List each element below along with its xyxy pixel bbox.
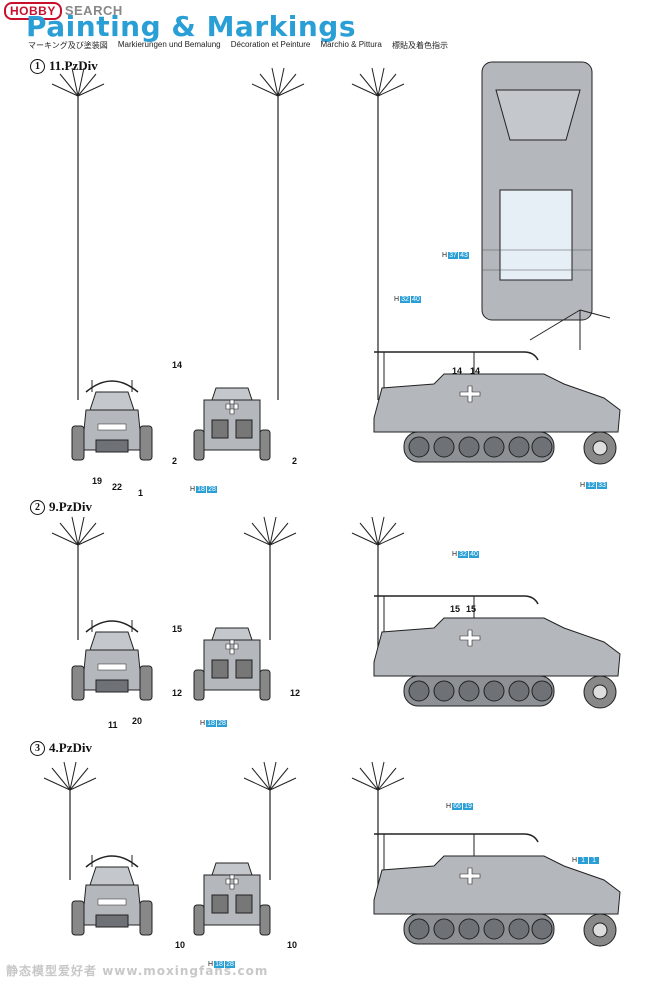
subtitle-french: Décoration et Peinture [230, 40, 311, 49]
decal-callout: 10 [175, 940, 186, 950]
hobby-logo: HOBBY [4, 2, 62, 20]
section-division: 4.PzDiv [49, 740, 92, 755]
section-3-label: 3 4.PzDiv [30, 740, 92, 756]
decal-callout: 20 [132, 716, 143, 726]
subtitle-german: Markierungen und Bemalung [117, 40, 221, 49]
decal-callout: 14 [172, 360, 183, 370]
section-division: 9.PzDiv [49, 499, 92, 514]
decal-callout: 15 [450, 604, 461, 614]
subtitle-italian: Marchio & Pittura [320, 40, 382, 49]
subtitle-row: マーキング及び塗装図 Markierungen und Bemalung Déc… [28, 40, 448, 51]
decal-callout: 11 [108, 720, 118, 730]
decal-callout: 19 [92, 476, 103, 486]
decal-callout: 15 [172, 624, 183, 634]
search-text: SEARCH [64, 3, 123, 18]
decal-callout: 14 [470, 366, 481, 376]
top-view-vehicle [481, 61, 611, 350]
decal-callout: 1 [138, 488, 144, 498]
section-division: 11.PzDiv [49, 58, 98, 73]
decal-callout: 15 [466, 604, 477, 614]
watermark-cn: 静态模型爱好者 [6, 964, 98, 978]
decal-callout: 2 [172, 456, 178, 466]
section-number: 2 [30, 500, 45, 515]
decal-callout: 14 [452, 366, 463, 376]
page-title: Painting & Markings [26, 10, 356, 43]
section-1-label: 1 11.PzDiv [30, 58, 98, 74]
bottom-watermark: 静态模型爱好者 www.moxingfans.com [6, 962, 268, 979]
decal-callout: 12 [172, 688, 183, 698]
decal-callout: 12 [290, 688, 301, 698]
decal-callout: 2 [292, 456, 298, 466]
watermark-site: www.moxingfans.com [102, 964, 269, 978]
subtitle-chinese: 標貼及着色指示 [391, 41, 448, 50]
decal-callout: 22 [112, 482, 123, 492]
section-number: 3 [30, 741, 45, 756]
decal-callout: 10 [287, 940, 298, 950]
subtitle-japanese: マーキング及び塗装図 [28, 41, 108, 50]
section-2-label: 2 9.PzDiv [30, 499, 92, 515]
section-number: 1 [30, 59, 45, 74]
